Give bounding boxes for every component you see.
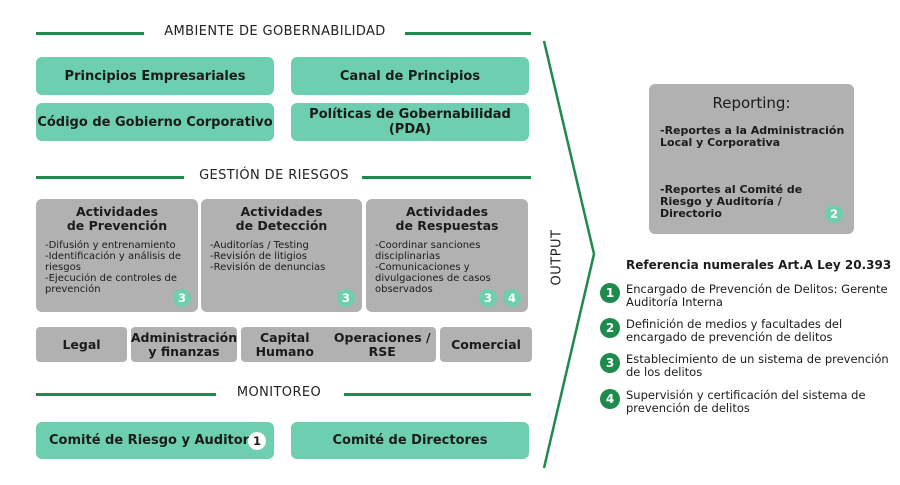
dept-label: Administración [130,329,238,345]
section-divider [405,32,531,35]
dept-administracion: Administración y finanzas [131,327,237,362]
reference-number: 1 [600,283,620,303]
reference-item: 4 Supervisión y certificación del sistem… [600,389,890,421]
box-principios-empresariales: Principios Empresariales [36,57,274,95]
list-item: -Identificación y análisis de riesgos [45,251,182,273]
activity-title-line: Actividades [75,204,159,219]
activity-title: Actividades de Respuestas [366,205,528,233]
reference-badge: 3 [337,289,355,307]
section-divider [36,32,144,35]
reference-text: Definición de medios y facultades del en… [626,317,843,344]
activity-title-line: de Respuestas [395,218,499,233]
activity-response-box: Actividades de Respuestas -Coordinar san… [366,199,528,312]
reference-item: 3 Establecimiento de un sistema de preve… [600,353,890,385]
reference-text: Encargado de Prevención de Delitos: Gere… [626,282,888,309]
reference-item: 2 Definición de medios y facultades del … [600,318,890,350]
reference-text: Establecimiento de un sistema de prevenc… [626,352,889,379]
box-politicas-gobernabilidad: Políticas de Gobernabilidad (PDA) [291,103,529,141]
activity-title: Actividades de Detección [201,205,362,233]
output-chevron [542,40,596,469]
reference-badge: 3 [173,289,191,307]
reference-item: 1 Encargado de Prevención de Delitos: Ge… [600,283,890,315]
reference-badge: 4 [503,289,521,307]
activity-title-line: de Detección [235,218,328,233]
reporting-item: -Reportes al Comité de Riesgo y Auditorí… [660,183,803,220]
activity-title-line: de Prevención [66,218,168,233]
referencia-title: Referencia numerales Art.A Ley 20.393 [626,258,892,272]
activity-title: Actividades de Prevención [36,205,198,233]
reference-badge: 2 [825,205,843,223]
box-codigo-gobierno: Código de Gobierno Corporativo [36,103,274,141]
section-title-gestion: GESTIÓN DE RIESGOS [199,168,349,183]
dept-legal: Legal [36,327,127,362]
activity-list: -Auditorías / Testing -Revisión de litig… [210,240,356,273]
reference-badge: 3 [479,289,497,307]
dept-label: Comercial [451,336,521,352]
list-item: -Comunicaciones y divulgaciones de casos… [375,262,491,295]
output-label: OUTPUT [549,229,565,286]
dept-operaciones: Operaciones / RSE [332,329,432,359]
section-divider [36,393,216,396]
list-item: -Coordinar sanciones disciplinarias [375,240,481,262]
reference-number: 2 [600,318,620,338]
activity-list: -Difusión y entrenamiento -Identificació… [45,240,192,295]
activity-detection-box: Actividades de Detección -Auditorías / T… [201,199,362,312]
section-divider [36,176,184,179]
box-canal-de-principios: Canal de Principios [291,57,529,95]
activity-title-line: Actividades [240,204,323,219]
reporting-item: -Reportes a la Administración Local y Co… [660,124,845,149]
section-title-ambiente: AMBIENTE DE GOBERNABILIDAD [164,24,386,39]
dept-label: y finanzas [148,343,220,359]
dept-comercial: Comercial [440,327,532,362]
activity-list: -Coordinar sanciones disciplinarias -Com… [375,240,518,295]
section-divider [344,393,531,396]
dept-label: Humano [255,343,314,359]
list-item: -Auditorías / Testing [210,240,309,251]
box-comite-directores: Comité de Directores [291,422,529,459]
dept-capital-humano: Capital Humano [245,329,325,359]
list-item: -Revisión de denuncias [210,262,326,273]
reference-number: 4 [600,389,620,409]
list-item: -Difusión y entrenamiento [45,240,176,251]
dept-capital-operaciones: Capital Humano Operaciones / RSE [241,327,436,362]
reference-text: Supervisión y certificación del sistema … [626,388,866,415]
dept-label: RSE [368,343,396,359]
activity-prevention-box: Actividades de Prevención -Difusión y en… [36,199,198,312]
section-title-monitoreo: MONITOREO [236,385,322,400]
dept-label: Legal [62,336,101,352]
box-comite-riesgo-auditoria: Comité de Riesgo y Auditoría 1 [36,422,274,459]
list-item: -Ejecución de controles de prevención [45,273,177,295]
reporting-box: Reporting: -Reportes a la Administración… [649,84,854,234]
reference-number: 3 [600,353,620,373]
list-item: -Revisión de litigios [210,251,307,262]
reporting-title: Reporting: [712,94,791,112]
dept-label: Operaciones / [333,329,431,345]
reference-badge: 1 [248,432,266,450]
box-label: Comité de Riesgo y Auditoría [49,433,263,448]
dept-label: Capital [259,329,310,345]
activity-title-line: Actividades [405,204,489,219]
section-divider [362,176,531,179]
